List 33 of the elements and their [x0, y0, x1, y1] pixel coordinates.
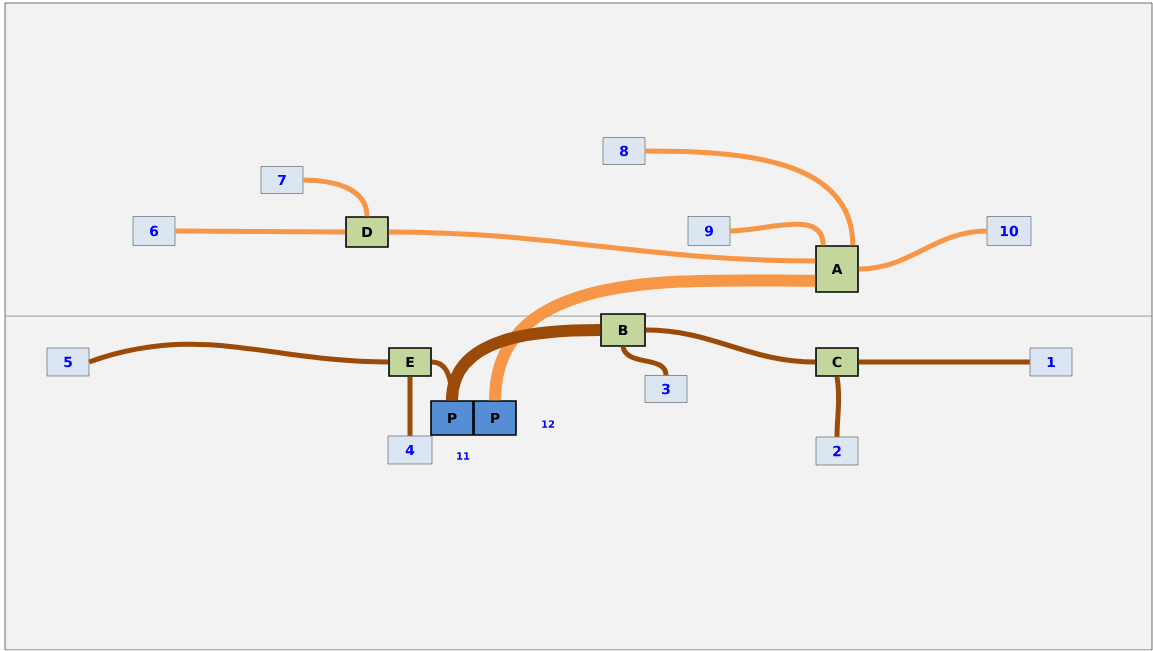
callout-number: 12: [542, 420, 555, 428]
connector: [620, 345, 669, 376]
port-box: P: [430, 400, 474, 436]
junction-box: E: [388, 347, 432, 377]
number-tag: 3: [644, 375, 688, 403]
connector: [730, 221, 826, 246]
connector: [489, 274, 816, 401]
connector: [645, 327, 816, 365]
number-tag: 2: [815, 436, 859, 466]
number-tag: 10: [986, 216, 1032, 246]
junction-box: A: [815, 245, 859, 293]
junction-box: D: [345, 216, 389, 248]
number-tag: 1: [1029, 347, 1073, 377]
number-tag: 6: [132, 216, 176, 246]
number-tag: 5: [46, 347, 90, 377]
number-tag: 9: [687, 216, 731, 246]
connector: [858, 359, 1030, 365]
number-tag: 8: [602, 137, 646, 165]
number-tag: 7: [260, 166, 304, 194]
connector: [446, 324, 601, 401]
connector: [303, 177, 370, 217]
connector: [88, 341, 389, 365]
connector: [645, 148, 856, 246]
connector: [834, 376, 842, 437]
port-box: P: [473, 400, 517, 436]
junction-box: B: [600, 313, 646, 347]
connector: [388, 229, 816, 264]
callout-number: 11: [457, 452, 470, 460]
number-tag: 4: [387, 435, 433, 465]
junction-box: C: [815, 347, 859, 377]
connector: [175, 228, 346, 235]
connector: [407, 376, 413, 436]
connector: [858, 228, 987, 272]
